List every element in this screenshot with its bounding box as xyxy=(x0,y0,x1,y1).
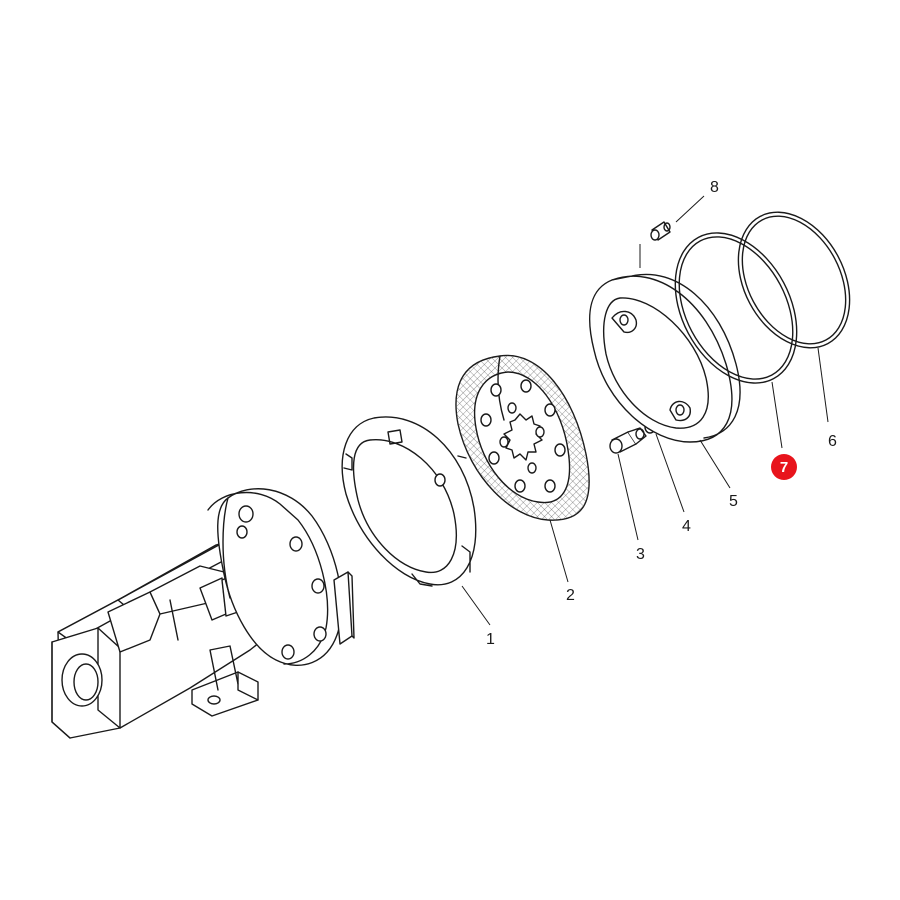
part-2-friction-disc xyxy=(455,354,590,521)
part-1-piston-ring xyxy=(341,416,477,587)
callout-1: 1 xyxy=(486,631,495,648)
part-5-pressure-plate xyxy=(588,273,741,443)
leader-4 xyxy=(655,433,685,513)
leader-3 xyxy=(617,453,639,541)
part-3-bolt xyxy=(609,427,647,454)
leader-5 xyxy=(699,439,731,489)
part-7-o-ring xyxy=(674,232,798,384)
callout-7-badge xyxy=(771,454,797,480)
part-8-dowel-pin xyxy=(650,221,671,241)
callout-2: 2 xyxy=(566,587,575,604)
leader-2 xyxy=(549,519,569,583)
leader-lines xyxy=(461,195,829,626)
leader-7 xyxy=(771,381,783,449)
callout-6: 6 xyxy=(828,433,837,450)
callout-labels: 1 2 3 4 5 6 7 8 xyxy=(486,179,837,648)
callout-4: 4 xyxy=(682,518,691,535)
part-6-o-ring xyxy=(737,211,851,349)
callout-7: 7 xyxy=(780,459,788,476)
leader-1 xyxy=(461,585,491,626)
housing-flange xyxy=(207,488,355,666)
leader-6 xyxy=(817,347,829,423)
callout-3: 3 xyxy=(636,546,645,563)
leader-8 xyxy=(675,195,705,223)
callout-8: 8 xyxy=(710,179,719,196)
callout-5: 5 xyxy=(729,493,738,510)
